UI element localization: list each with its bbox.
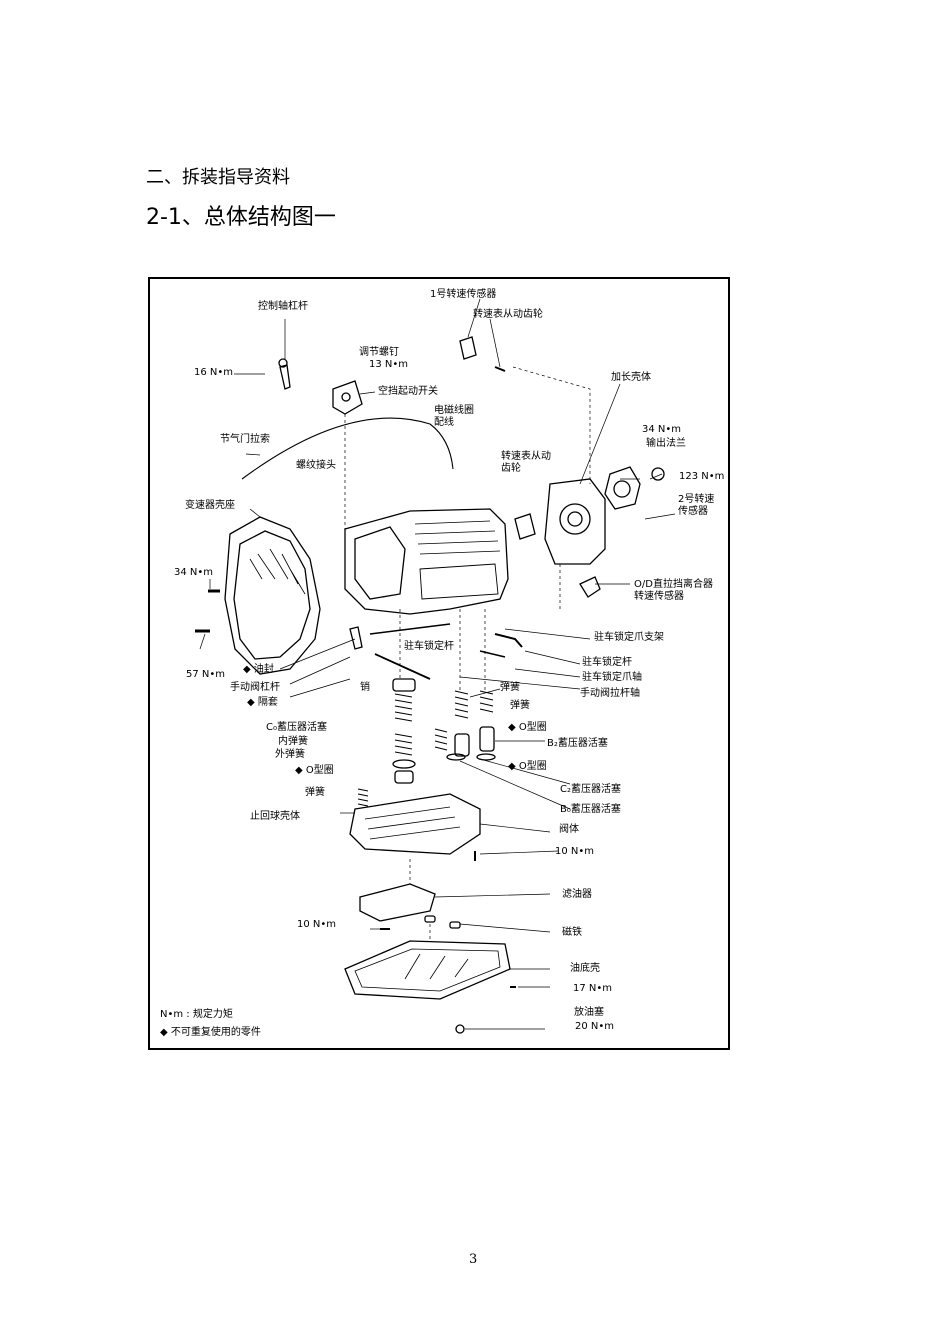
label-control-shaft-lever: 控制轴杠杆 <box>258 301 308 312</box>
label-b0-accumulator-piston: B₀蓄压器活塞 <box>560 804 621 815</box>
label-pin: 销 <box>360 682 370 693</box>
label-torque-34-top: 34 N•m <box>642 424 682 435</box>
label-inner-spring: 内弹簧 <box>278 736 308 747</box>
exploded-view-drawing <box>195 298 676 1034</box>
label-throttle-cable: 节气门拉索 <box>220 434 270 445</box>
label-torque-20: 20 N•m <box>575 1021 615 1032</box>
label-parking-lock-pawl-bracket: 驻车锁定爪支架 <box>594 632 664 643</box>
label-oil-pan: 油底壳 <box>570 963 600 974</box>
label-spring-left: 弹簧 <box>305 787 325 798</box>
label-parking-lock-rod-left: 驻车锁定杆 <box>404 641 454 652</box>
label-oil-seal: ◆ 油封 <box>243 664 274 675</box>
label-neutral-start-switch: 空挡起动开关 <box>378 386 438 397</box>
label-drain-plug: 放油塞 <box>574 1007 604 1018</box>
label-o-ring-1: ◆ O型圈 <box>508 722 547 733</box>
label-b2-accumulator-piston: B₂蓄压器活塞 <box>547 738 608 749</box>
label-o-ring-2: ◆ O型圈 <box>295 765 334 776</box>
label-torque-57: 57 N•m <box>186 669 226 680</box>
legend-non-reusable-note: ◆ 不可重复使用的零件 <box>160 1027 261 1038</box>
label-torque-10-left: 10 N•m <box>297 919 337 930</box>
label-spring-top: 弹簧 <box>500 682 520 693</box>
label-torque-123: 123 N•m <box>679 471 725 482</box>
legend-torque-note: N•m : 规定力矩 <box>160 1009 233 1020</box>
label-speed-sensor-2: 2号转速 传感器 <box>678 494 715 517</box>
label-oil-strainer: 滤油器 <box>562 889 592 900</box>
label-manual-valve-pull-shaft: 手动阀拉杆轴 <box>580 688 640 699</box>
page-number: 3 <box>469 1252 478 1267</box>
exploded-view-figure: 控制轴杠杆 1号转速传感器 转速表从动齿轮 16 N•m 调节螺钉 13 N•m… <box>148 277 730 1050</box>
label-extension-housing: 加长壳体 <box>611 372 651 383</box>
label-c0-accumulator-piston: C₀蓄压器活塞 <box>266 722 327 733</box>
label-spring-2: 弹簧 <box>510 700 530 711</box>
label-solenoid-wiring: 电磁线圈 配线 <box>434 405 474 428</box>
label-speedometer-driven-gear-2: 转速表从动 齿轮 <box>501 451 551 474</box>
section-title: 二、拆装指导资料 <box>146 167 290 188</box>
label-torque-16: 16 N•m <box>194 367 234 378</box>
label-torque-17: 17 N•m <box>573 983 613 994</box>
label-output-flange: 输出法兰 <box>646 438 686 449</box>
label-spacer: ◆ 隔套 <box>247 697 278 708</box>
subsection-title: 2-1、总体结构图一 <box>146 205 336 230</box>
label-manual-valve-lever: 手动阀杠杆 <box>230 682 280 693</box>
label-parking-lock-pawl-shaft: 驻车锁定爪轴 <box>582 672 642 683</box>
label-parking-lock-rod: 驻车锁定杆 <box>582 657 632 668</box>
label-check-ball-body: 止回球壳体 <box>250 811 300 822</box>
label-c2-accumulator-piston: C₂蓄压器活塞 <box>560 784 621 795</box>
label-magnet: 磁铁 <box>562 927 582 938</box>
label-torque-34-left: 34 N•m <box>174 567 214 578</box>
label-speedometer-driven-gear: 转速表从动齿轮 <box>473 309 543 320</box>
label-valve-body: 阀体 <box>559 824 579 835</box>
label-torque-13: 13 N•m <box>369 359 409 370</box>
label-speed-sensor-1: 1号转速传感器 <box>430 289 497 300</box>
label-torque-10-right: 10 N•m <box>555 846 595 857</box>
label-od-clutch-speed-sensor: O/D直拉挡离合器 转速传感器 <box>634 579 713 602</box>
label-threaded-joint: 螺纹接头 <box>296 460 336 471</box>
label-transmission-housing-base: 变速器壳座 <box>185 500 235 511</box>
label-outer-spring: 外弹簧 <box>275 749 305 760</box>
label-adjusting-bolt: 调节螺钉 <box>359 347 399 358</box>
label-o-ring-3: ◆ O型圈 <box>508 761 547 772</box>
